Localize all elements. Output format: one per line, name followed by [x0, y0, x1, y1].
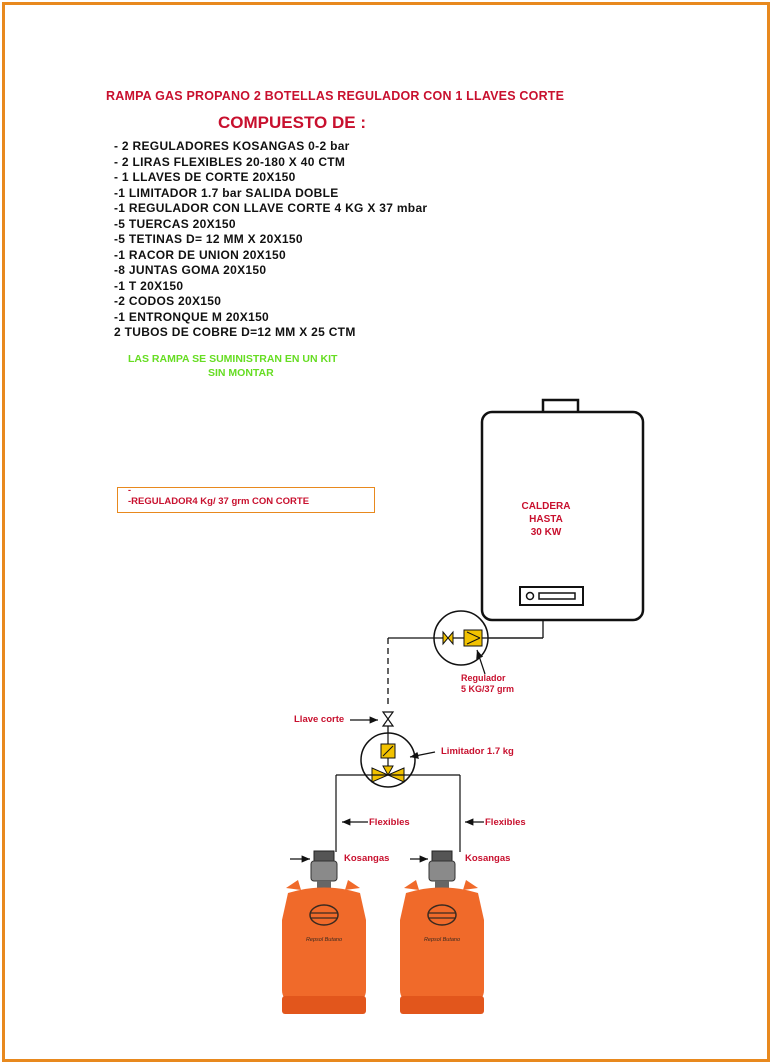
list-item: - 2 LIRAS FLEXIBLES 20-180 X 40 CTM [114, 154, 346, 169]
cylinder-brand-text: Repsol Butano [424, 937, 460, 943]
list-item: - 1 LLAVES DE CORTE 20X150 [114, 170, 296, 184]
regulador-label-line: Regulador [461, 673, 506, 683]
regulador-label: Regulador 5 KG/37 grm [461, 673, 514, 695]
page-subtitle: COMPUESTO DE : [218, 113, 366, 132]
kosangas-label-left: Kosangas [344, 853, 390, 864]
parts-list: - 2 REGULADORES KOSANGAS 0-2 bar - 2 LIR… [114, 139, 427, 341]
list-item: - 2 REGULADORES KOSANGAS 0-2 bar [114, 139, 350, 153]
list-item: -8 JUNTAS GOMA 20X150 [114, 263, 267, 277]
list-item: -1 LIMITADOR 1.7 bar SALIDA DOBLE [114, 185, 339, 200]
flexibles-label-right: Flexibles [485, 817, 526, 828]
shutoff-valve-symbol [350, 711, 395, 733]
limiter-symbol [335, 732, 461, 852]
list-item: -1 REGULADOR CON LLAVE CORTE 4 KG X 37 m… [114, 201, 428, 215]
page-title: RAMPA GAS PROPANO 2 BOTELLAS REGULADOR C… [106, 89, 565, 103]
flexibles-label-left: Flexibles [369, 817, 410, 828]
boiler-label-line: 30 KW [530, 527, 562, 538]
list-item: -1 T 20X150 [114, 278, 184, 293]
regulator-note-box: - -REGULADOR4 Kg/ 37 grm CON CORTE [117, 485, 375, 513]
regulador-label-line: 5 KG/37 grm [461, 684, 515, 694]
list-item: -5 TUERCAS 20X150 [114, 216, 236, 231]
cylinder-brand-text: Repsol Butano [306, 937, 342, 943]
list-item: -5 TETINAS D= 12 MM X 20X150 [114, 232, 303, 246]
list-item: -2 CODOS 20X150 [114, 294, 222, 308]
regulator-note-dash: - [128, 485, 131, 495]
boiler-label-line: CALDERA [521, 501, 571, 512]
boiler-label-line: HASTA [529, 514, 563, 525]
list-item: -1 ENTRONQUE M 20X150 [114, 309, 270, 324]
kit-note-line: LAS RAMPA SE SUMINISTRAN EN UN KIT [128, 353, 338, 365]
regulator-symbol [388, 610, 544, 675]
regulator-note-text: -REGULADOR4 Kg/ 37 grm CON CORTE [128, 496, 310, 507]
llave-corte-label: Llave corte [294, 714, 345, 725]
boiler [480, 398, 645, 622]
kosangas-label-right: Kosangas [465, 853, 511, 864]
gas-cylinder-left: Repsol Butano [282, 850, 366, 1014]
list-item: 2 TUBOS DE COBRE D=12 MM X 25 CTM [114, 325, 356, 339]
gas-cylinder-right: Repsol Butano [400, 850, 484, 1014]
boiler-label: CALDERA HASTA 30 KW [496, 500, 596, 539]
kit-note-line: SIN MONTAR [208, 367, 274, 379]
list-item: -1 RACOR DE UNION 20X150 [114, 247, 286, 262]
limitador-label: Limitador 1.7 kg [441, 746, 514, 757]
kit-note: LAS RAMPA SE SUMINISTRAN EN UN KIT SIN M… [128, 352, 390, 380]
